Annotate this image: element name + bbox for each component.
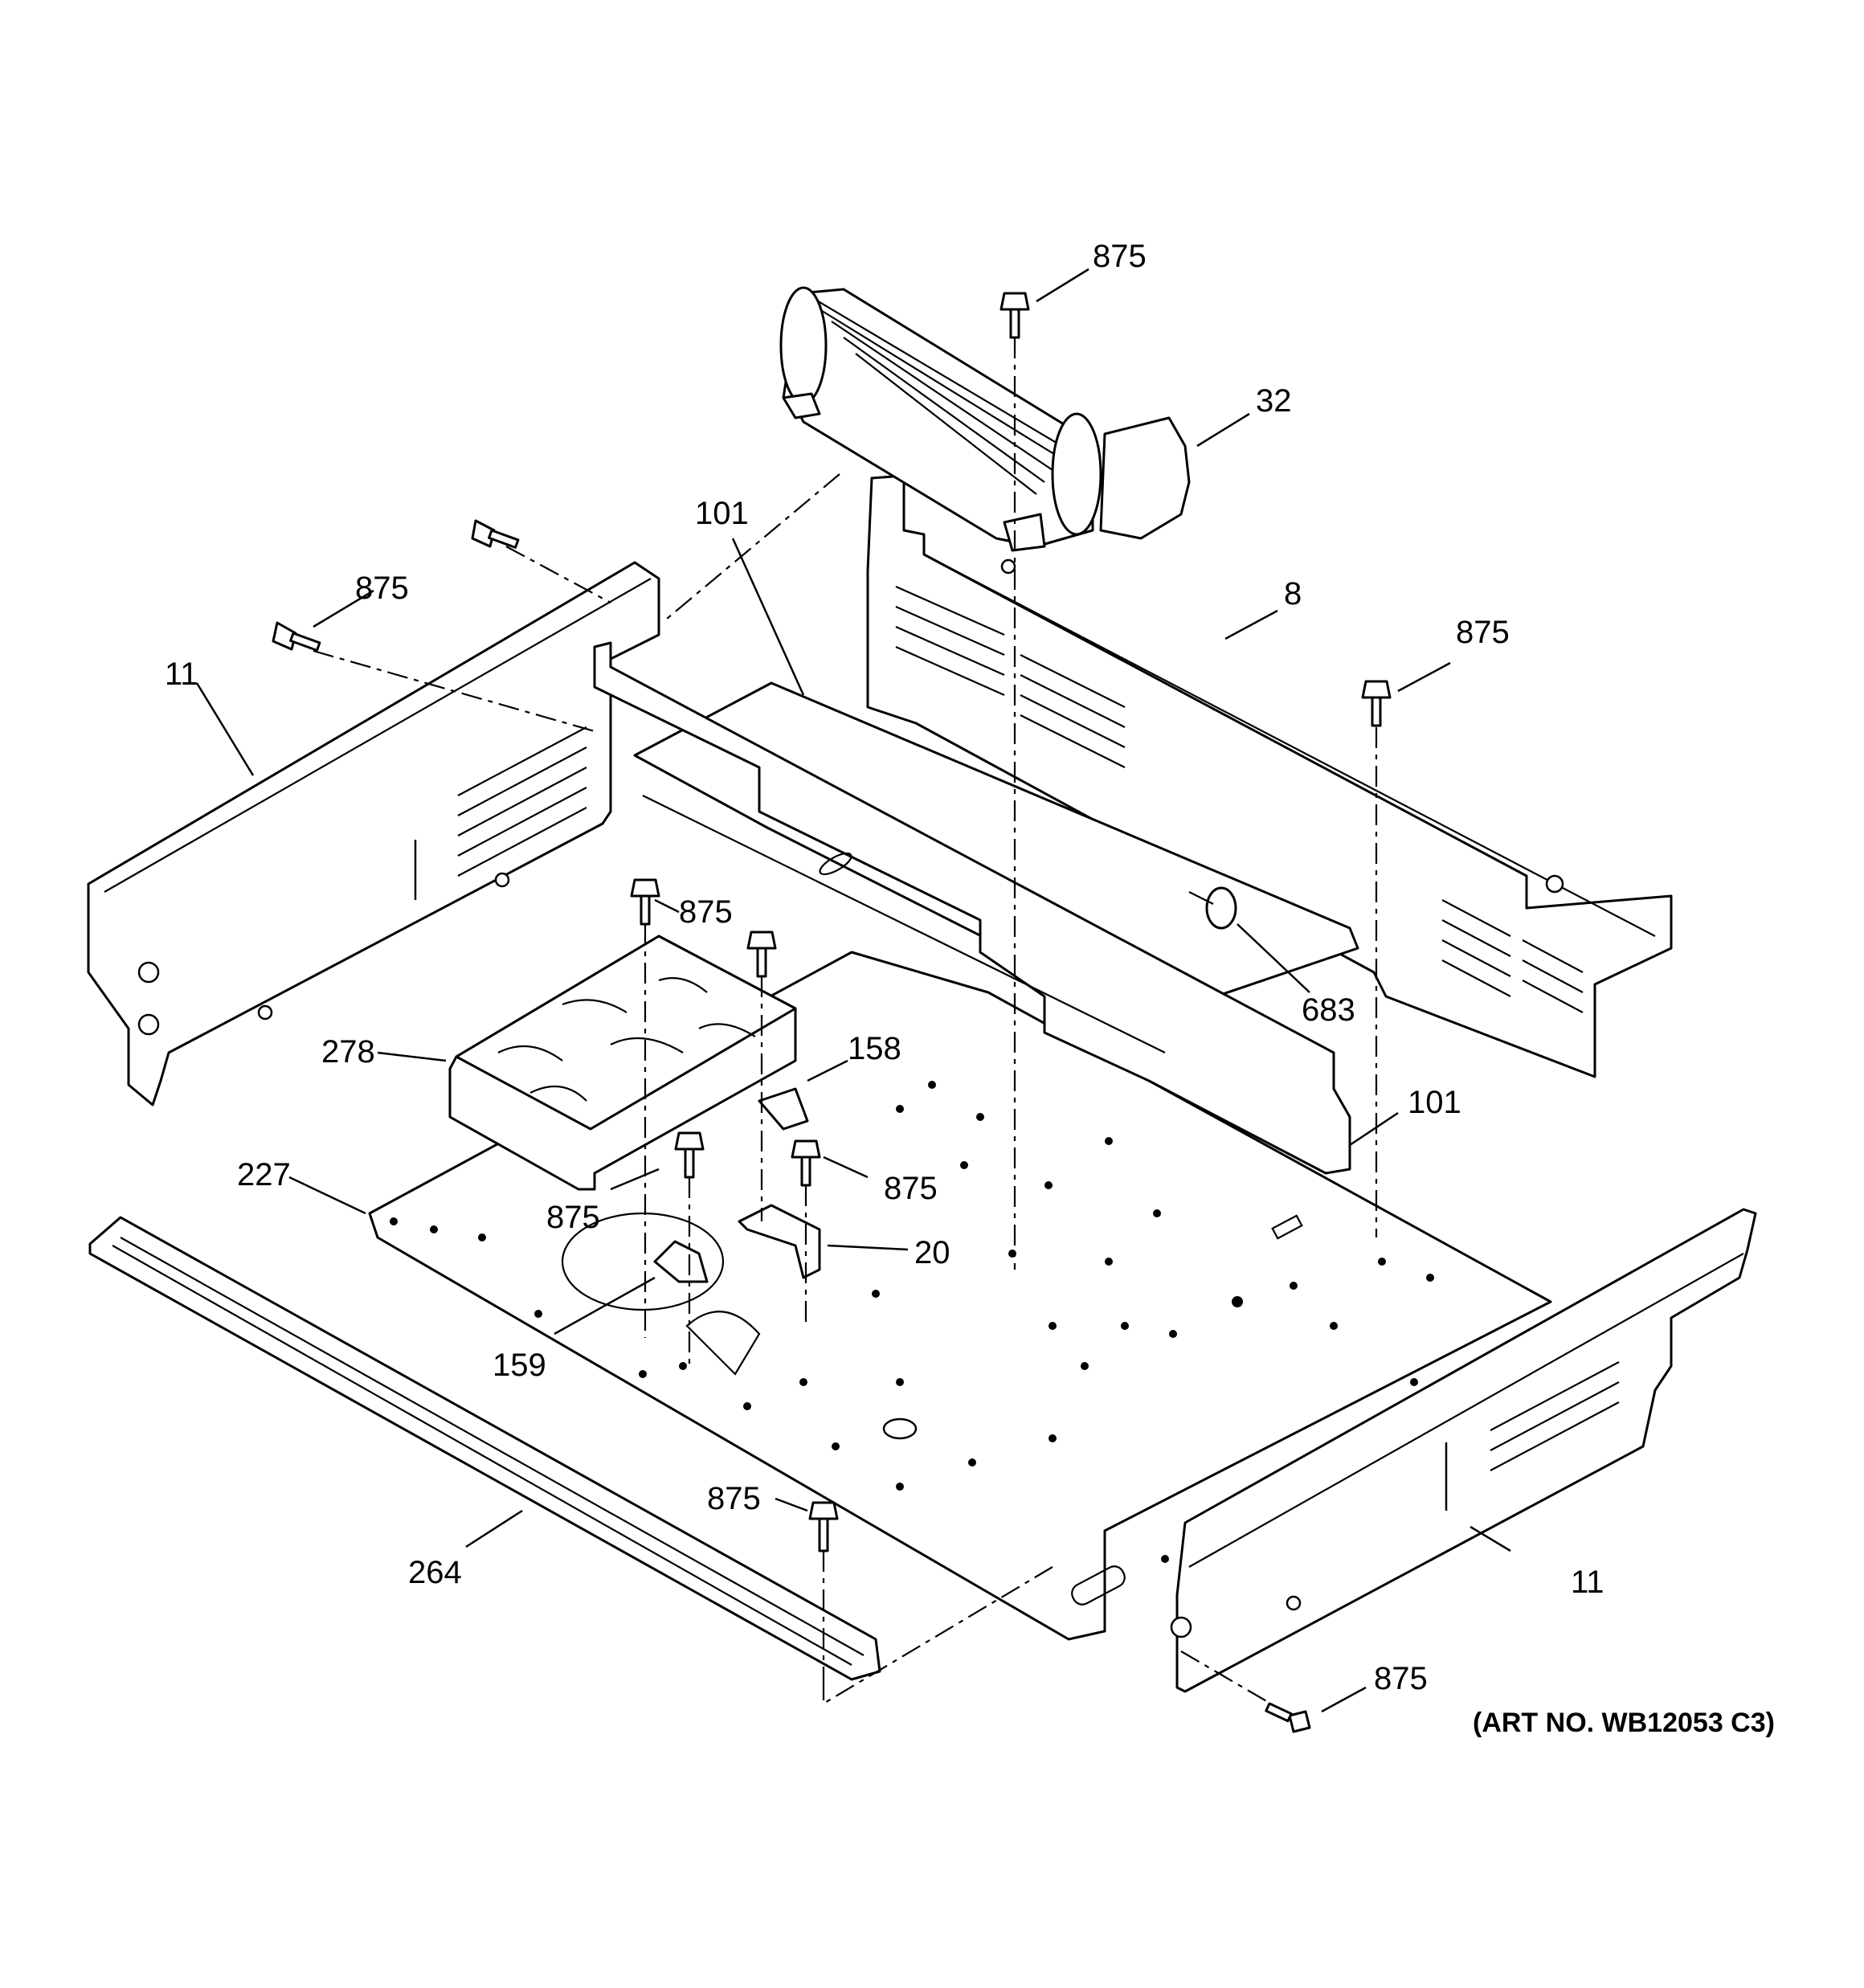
callout-158-bracket: 158	[848, 1031, 901, 1066]
callout-875-blower-screw: 875	[1093, 239, 1147, 274]
right-panel-vents	[1490, 1361, 1620, 1471]
callout-labels: 875 32 101 8 875 875 11 875 683 278 158 …	[165, 239, 1775, 1738]
screw-icon	[791, 1139, 821, 1187]
callout-278-control-board: 278	[321, 1034, 375, 1070]
rear-panel-8	[866, 474, 1673, 1078]
plate-holes	[390, 1081, 1434, 1563]
screw-icon	[1265, 1702, 1311, 1733]
callout-875-right-screw: 875	[1456, 615, 1510, 650]
callout-leaders	[195, 268, 1511, 1713]
screw-icon	[272, 621, 321, 652]
callout-683-grommet: 683	[1302, 992, 1355, 1028]
grommet-683	[1188, 886, 1237, 930]
screw-icon	[1361, 680, 1392, 727]
callout-8-rear-panel: 8	[1284, 576, 1302, 612]
front-trim-264	[88, 1216, 881, 1681]
blower-fan-32	[779, 286, 1191, 552]
insulation-front-101	[593, 641, 1351, 1175]
callout-875-bottom-right: 875	[1374, 1661, 1428, 1696]
callout-101-insulation-upper: 101	[695, 496, 749, 531]
callout-32-blower: 32	[1256, 383, 1292, 419]
screw-icon	[999, 292, 1030, 339]
callout-11-right-panel: 11	[1571, 1565, 1604, 1600]
rear-panel-vents	[895, 585, 1584, 1013]
callout-264-front-trim: 264	[408, 1555, 462, 1590]
bracket-158	[758, 1087, 809, 1131]
callout-875-front-screw: 875	[707, 1481, 761, 1516]
art-number: (ART NO. WB12053 C3)	[1473, 1708, 1775, 1738]
screw-icon	[808, 1501, 839, 1552]
callout-101-insulation-lower: 101	[1408, 1085, 1461, 1120]
control-board-278	[448, 935, 797, 1191]
callout-227-bottom-plate: 227	[237, 1157, 291, 1192]
callout-875-right-mid: 875	[884, 1171, 938, 1206]
screw-icon	[674, 1131, 705, 1179]
screw-icon	[630, 878, 660, 926]
callout-159-sensor: 159	[493, 1348, 546, 1383]
alignment-lines	[313, 337, 1378, 1708]
side-panel-left-11	[87, 561, 660, 1106]
sensor-159	[653, 1240, 709, 1283]
callout-875-board-screw: 875	[679, 894, 733, 930]
callout-875-left-screws: 875	[355, 571, 409, 606]
callout-875-left-mid: 875	[546, 1200, 600, 1235]
callout-11-left-panel: 11	[165, 657, 198, 692]
left-panel-vents	[457, 726, 587, 877]
screw-icon	[746, 931, 777, 978]
screw-icon	[471, 519, 520, 549]
callout-20-bracket: 20	[914, 1235, 950, 1270]
bracket-20	[738, 1204, 821, 1279]
side-panel-right-11	[1170, 1208, 1757, 1693]
